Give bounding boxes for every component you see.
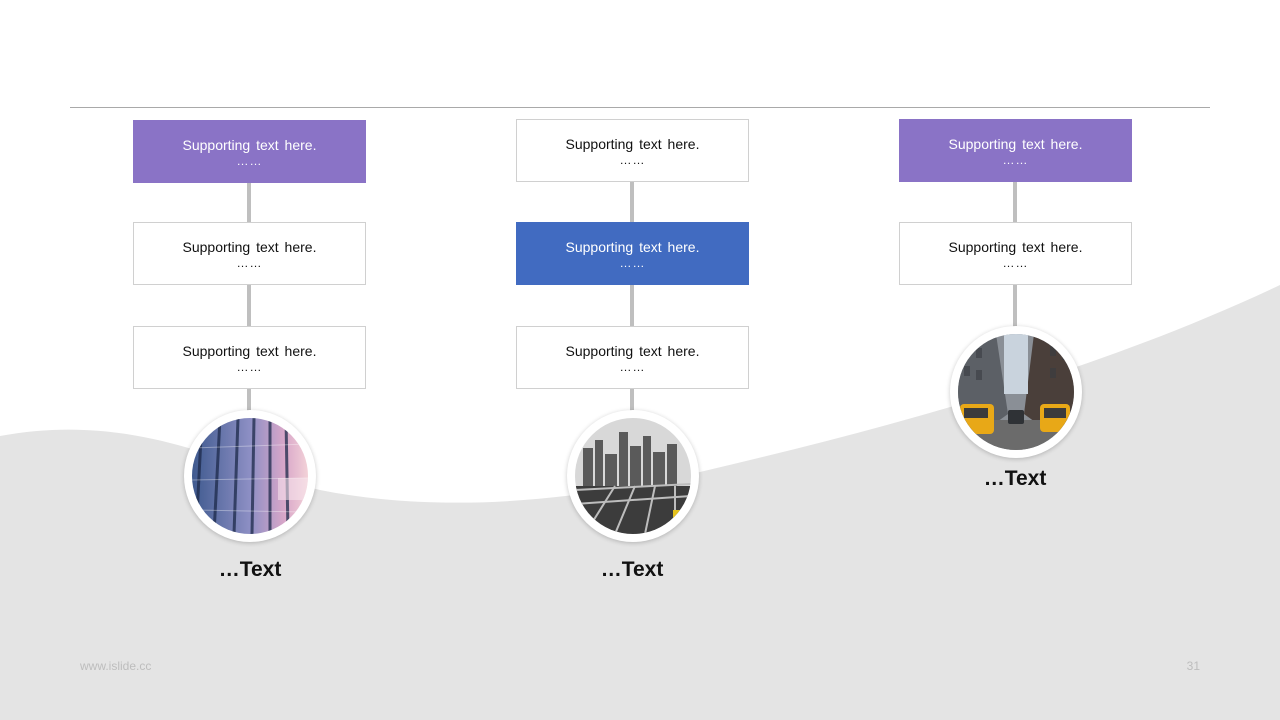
city-skyline-image: [575, 418, 691, 534]
box-dots: ……: [1002, 152, 1029, 167]
box-text: Supporting text here.: [948, 135, 1083, 152]
text-box-col2-2[interactable]: Supporting text here. ……: [516, 222, 749, 285]
connector-line: [247, 285, 251, 326]
box-text: Supporting text here.: [182, 136, 317, 153]
text-box-col1-1[interactable]: Supporting text here. ……: [133, 120, 366, 183]
footer-url[interactable]: www.islide.cc: [80, 659, 152, 673]
box-dots: ……: [236, 255, 263, 270]
column-3-caption: …Text: [983, 467, 1047, 490]
page-number: 31: [1186, 659, 1200, 673]
box-text: Supporting text here.: [182, 342, 317, 359]
connector-line: [247, 389, 251, 419]
connector-line: [630, 284, 634, 326]
top-divider: [70, 107, 1210, 108]
connector-line: [247, 182, 251, 222]
city-skyline-bridge-photo[interactable]: [567, 410, 699, 542]
text-box-col2-3[interactable]: Supporting text here. ……: [516, 326, 749, 389]
box-text: Supporting text here.: [565, 238, 700, 255]
glass-building-photo[interactable]: [184, 410, 316, 542]
box-text: Supporting text here.: [948, 238, 1083, 255]
connector-line: [630, 389, 634, 419]
text-box-col3-1[interactable]: Supporting text here. ……: [899, 119, 1132, 182]
column-2-caption: …Text: [600, 558, 664, 581]
box-dots: ……: [236, 153, 263, 168]
box-dots: ……: [236, 359, 263, 374]
connector-line: [1013, 284, 1017, 334]
glass-building-image: [192, 418, 308, 534]
text-box-col3-2[interactable]: Supporting text here. ……: [899, 222, 1132, 285]
box-text: Supporting text here.: [182, 238, 317, 255]
box-text: Supporting text here.: [565, 135, 700, 152]
text-box-col2-1[interactable]: Supporting text here. ……: [516, 119, 749, 182]
street-taxis-image: [958, 334, 1074, 450]
box-dots: ……: [619, 255, 646, 270]
box-dots: ……: [619, 359, 646, 374]
connector-line: [630, 181, 634, 222]
column-1-caption: …Text: [218, 558, 282, 581]
box-dots: ……: [619, 152, 646, 167]
connector-line: [1013, 181, 1017, 222]
text-box-col1-2[interactable]: Supporting text here. ……: [133, 222, 366, 285]
text-box-col1-3[interactable]: Supporting text here. ……: [133, 326, 366, 389]
box-dots: ……: [1002, 255, 1029, 270]
box-text: Supporting text here.: [565, 342, 700, 359]
street-taxis-photo[interactable]: [950, 326, 1082, 458]
